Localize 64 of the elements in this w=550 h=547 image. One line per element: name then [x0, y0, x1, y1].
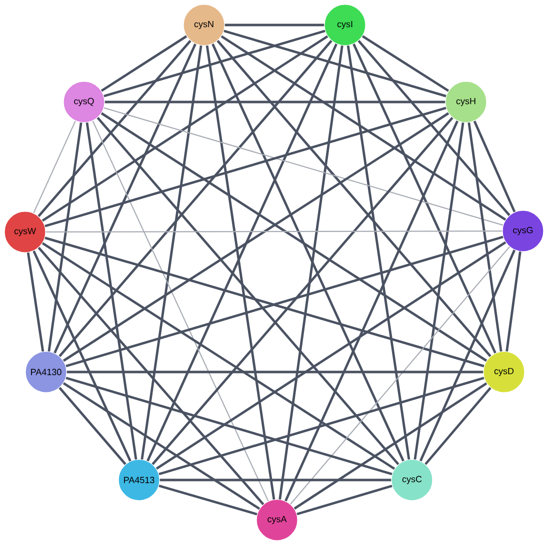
interaction-line: [212, 43, 404, 462]
interaction-line: [104, 107, 504, 226]
interaction-line: [362, 35, 450, 92]
protein-node: PA4513: [118, 459, 160, 501]
interaction-line: [284, 120, 459, 502]
interaction-line: [48, 122, 82, 352]
interaction-line: [216, 40, 492, 358]
interaction-line: [62, 112, 450, 362]
protein-node: cysG: [502, 210, 544, 252]
interaction-line: [220, 35, 506, 221]
protein-node: cysC: [391, 459, 433, 501]
interaction-line: [278, 45, 344, 500]
interaction-line: [146, 43, 338, 462]
protein-node: PA4130: [25, 351, 67, 393]
interaction-line: [32, 250, 132, 462]
interaction-line: [33, 120, 76, 214]
interaction-line: [100, 112, 488, 362]
interaction-line: [346, 45, 410, 460]
interaction-line: [26, 252, 44, 352]
protein-node: cysN: [183, 4, 225, 46]
interaction-line: [100, 35, 188, 92]
interaction-line: [224, 30, 446, 98]
interaction-line: [38, 40, 192, 218]
interaction-line: [44, 106, 446, 228]
interaction-line: [294, 382, 488, 510]
interaction-line: [42, 35, 328, 222]
interaction-line: [62, 382, 260, 510]
interaction-line: [414, 122, 464, 460]
protein-node: cysA: [256, 499, 298, 541]
interaction-line: [66, 376, 392, 476]
interaction-line: [38, 246, 264, 506]
interaction-line: [358, 40, 510, 216]
interaction-line: [158, 484, 258, 516]
interaction-line: [419, 249, 516, 462]
interaction-line: [92, 120, 269, 502]
interaction-line: [468, 122, 502, 352]
interaction-line: [104, 100, 446, 104]
interaction-line: [506, 251, 522, 352]
interaction-line: [152, 116, 454, 466]
interaction-line: [424, 386, 492, 466]
interaction-line: [54, 43, 197, 354]
interaction-line: [96, 116, 400, 466]
interaction-line: [206, 45, 276, 500]
protein-node: cysI: [324, 4, 366, 46]
protein-node: cysH: [445, 81, 487, 123]
interaction-line: [224, 24, 324, 26]
interaction-line: [42, 242, 396, 470]
interaction-line: [104, 30, 326, 98]
interaction-line: [296, 484, 392, 516]
interaction-line: [473, 120, 516, 213]
interaction-line: [58, 40, 332, 358]
interaction-line: [352, 43, 496, 354]
interaction-line: [46, 230, 502, 232]
interaction-line: [156, 241, 506, 470]
interaction-line: [66, 370, 484, 374]
interaction-line: [140, 45, 202, 460]
interaction-line: [158, 376, 484, 476]
interaction-line: [160, 478, 392, 482]
protein-node: cysW: [4, 211, 46, 253]
interaction-line: [58, 386, 126, 466]
interaction-line: [290, 246, 510, 505]
protein-node: cysQ: [63, 81, 105, 123]
interaction-line: [86, 122, 138, 460]
protein-node: cysD: [483, 351, 525, 393]
